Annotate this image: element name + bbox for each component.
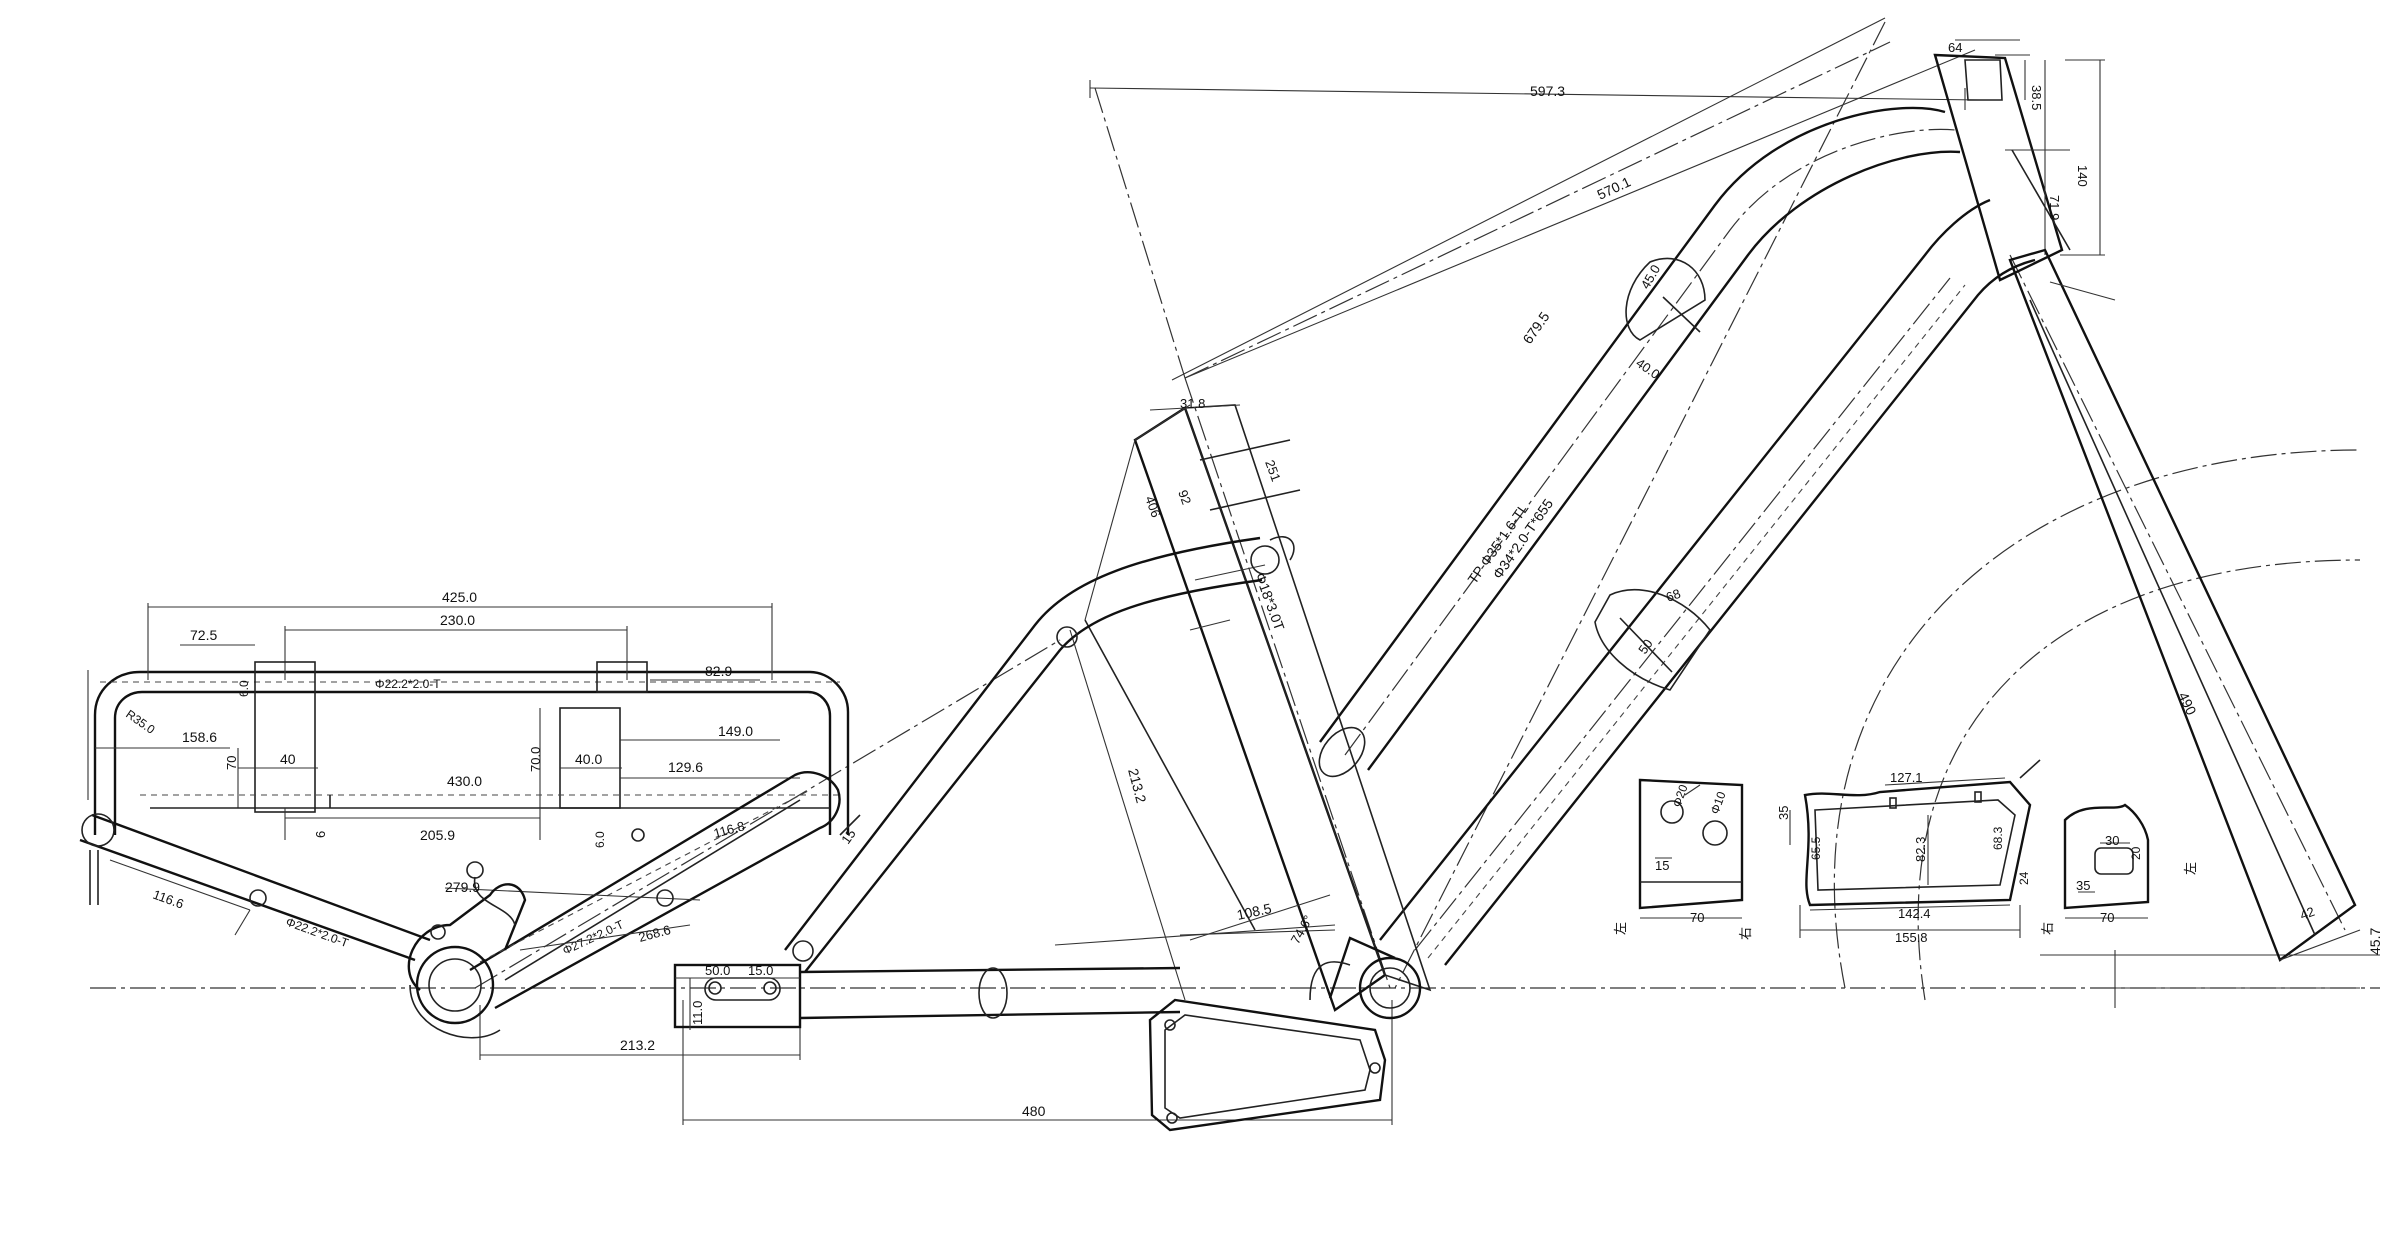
dim-213-2-seat: 213.2 <box>1125 767 1150 805</box>
dim-15-rack: 15 <box>838 826 859 846</box>
part1-label-left: 左 <box>1613 922 1628 935</box>
dim-279-9: 279.9 <box>445 879 480 895</box>
part1-label-right: 右 <box>1738 927 1753 940</box>
dim-11-0: 11.0 <box>690 1001 705 1025</box>
part2-dim-82-3: 82.3 <box>1913 837 1928 862</box>
dim-45-0: 45.0 <box>1638 262 1664 291</box>
part3-dim-30: 30 <box>2105 833 2119 848</box>
dimension-lines <box>479 17 2380 1125</box>
dim-72-5: 72.5 <box>190 627 217 643</box>
dim-480: 480 <box>1022 1103 1046 1119</box>
dim-406: 406 <box>1142 494 1164 520</box>
dim-68: 68 <box>1664 586 1683 605</box>
dim-213-2-chain: 213.2 <box>620 1037 655 1053</box>
part1-dim-70: 70 <box>1690 910 1704 925</box>
dim-597-3: 597.3 <box>1530 83 1565 99</box>
dim-45-7: 45.7 <box>2367 928 2383 955</box>
dim-50-0: 50.0 <box>705 963 730 978</box>
dim-149-0: 149.0 <box>718 723 753 739</box>
down-tube <box>1379 198 2036 966</box>
dim-6-0-rack-b: 6.0 <box>593 831 607 848</box>
dim-50: 50 <box>1635 636 1656 656</box>
bottom-bracket <box>1309 936 1422 1020</box>
detail-plate-3 <box>2063 803 2150 919</box>
part2-dim-155-8: 155.8 <box>1895 930 1928 945</box>
dim-40-0-rack: 40.0 <box>575 751 602 767</box>
dim-425-0: 425.0 <box>442 589 477 605</box>
dim-64: 64 <box>1948 40 1962 55</box>
dim-205-9: 205.9 <box>420 827 455 843</box>
dim-490: 490 <box>2175 690 2199 718</box>
fork <box>2008 248 2361 962</box>
stay-spec-2: Φ27.2*2.0-T <box>560 917 626 958</box>
seat-tube <box>1069 404 1432 1012</box>
part3-label-left: 左 <box>2183 862 2198 875</box>
part3-dim-35: 35 <box>2076 878 2090 893</box>
rack-support-stays <box>79 771 861 1010</box>
dim-38-5: 38.5 <box>2029 85 2044 110</box>
construction-lines <box>90 21 2380 1001</box>
dim-6-rack: 6 <box>313 831 328 838</box>
dim-40-rack: 40 <box>280 751 296 767</box>
rear-rack <box>87 603 850 840</box>
detail-plate-1 <box>1638 778 1744 919</box>
part1-hole-10: Φ10 <box>1708 789 1729 816</box>
seat-stays <box>784 536 1280 973</box>
motor-mount <box>1148 998 1387 1132</box>
dim-570-1: 570.1 <box>1595 173 1634 202</box>
dim-70-rack: 70 <box>224 756 239 770</box>
dim-82-9: 82.9 <box>705 663 732 679</box>
rack-tube-spec: Φ22.2*2.0-T <box>375 677 441 691</box>
part2-dim-24: 24 <box>2017 871 2031 885</box>
dim-108-5: 108.5 <box>1235 900 1273 923</box>
part1-hole-20: Φ20 <box>1670 782 1691 809</box>
part2-dim-35: 35 <box>1776 806 1791 820</box>
part1-dim-15: 15 <box>1655 858 1669 873</box>
dim-71-9: 71.9 <box>2047 195 2062 220</box>
rear-dropout <box>407 861 527 1039</box>
dim-70-0-rack: 70.0 <box>528 747 543 772</box>
seat-stay-spec: Φ18*3.0T <box>1252 571 1288 633</box>
dim-430-0: 430.0 <box>447 773 482 789</box>
dim-15-0: 15.0 <box>748 963 773 978</box>
head-tube <box>1933 39 2105 282</box>
chain-stay <box>673 963 1181 1030</box>
part3-dim-70: 70 <box>2100 910 2114 925</box>
dim-158-6: 158.6 <box>182 729 217 745</box>
dim-92: 92 <box>1175 488 1194 507</box>
part2-label-right: 右 <box>2040 922 2055 935</box>
dim-r35-0: R35.0 <box>123 707 158 737</box>
dim-42: 42 <box>2298 904 2317 923</box>
dim-31-8: 31.8 <box>1180 396 1205 411</box>
dim-116-6: 116.6 <box>151 887 186 912</box>
part2-dim-142-4: 142.4 <box>1898 906 1931 921</box>
dim-251: 251 <box>1262 458 1284 484</box>
part2-dim-68-3: 68.3 <box>1991 826 2005 850</box>
top-tube <box>1318 106 1961 778</box>
detail-plate-2 <box>1789 759 2041 938</box>
dim-140: 140 <box>2075 165 2090 187</box>
dim-230-0: 230.0 <box>440 612 475 628</box>
part2-dim-65-5: 65.5 <box>1809 836 1823 860</box>
dim-129-6: 129.6 <box>668 759 703 775</box>
part3-dim-20: 20 <box>2129 846 2143 860</box>
dim-6-0-rack: 6.0 <box>237 680 251 697</box>
dim-679-5: 679.5 <box>1519 309 1552 347</box>
part2-dim-127-1: 127.1 <box>1890 770 1923 785</box>
